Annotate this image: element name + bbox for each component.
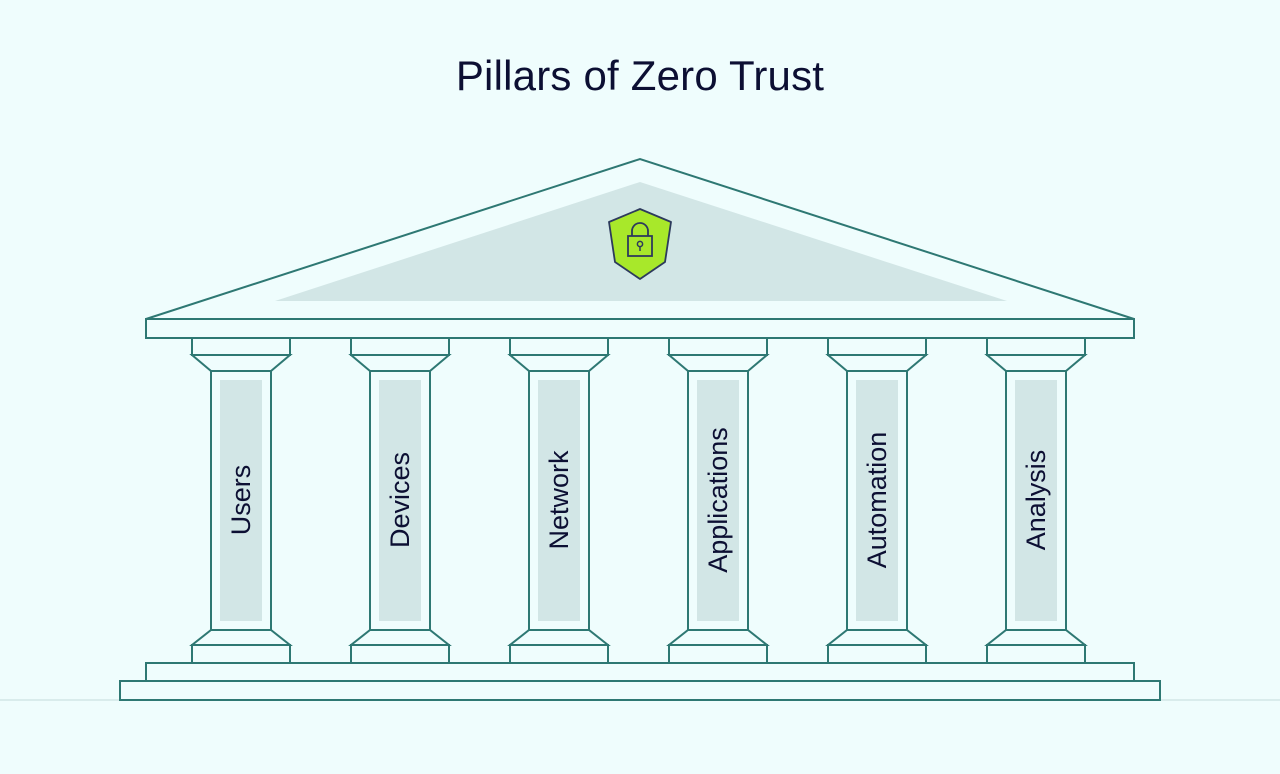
pillar-base-taper xyxy=(348,629,452,646)
entablature xyxy=(145,318,1135,339)
pillar-capital xyxy=(350,337,450,356)
pillar-base-taper xyxy=(189,629,293,646)
pillar-label: Automation xyxy=(862,432,892,569)
pillar-analysis: Analysis xyxy=(984,337,1088,664)
lower-step xyxy=(119,680,1161,701)
pillar-capital xyxy=(986,337,1086,356)
upper-step xyxy=(145,662,1135,682)
pillar-capital xyxy=(668,337,768,356)
pillar-applications: Applications xyxy=(666,337,770,664)
pillar-capital xyxy=(827,337,927,356)
pillar-capital-taper xyxy=(825,354,929,372)
pillar-base xyxy=(350,644,450,664)
pillar-panel xyxy=(379,380,421,621)
pillar-base-taper xyxy=(825,629,929,646)
pillar-panel xyxy=(538,380,580,621)
pillar-devices: Devices xyxy=(348,337,452,664)
pillar-panel xyxy=(856,380,898,621)
pillar-label: Users xyxy=(226,465,256,536)
pillar-capital-taper xyxy=(189,354,293,372)
pillar-label: Devices xyxy=(385,452,415,548)
pillar-label: Network xyxy=(544,450,574,550)
pillar-panel xyxy=(697,380,739,621)
pillar-users: Users xyxy=(189,337,293,664)
pillar-base-taper xyxy=(666,629,770,646)
pillar-base xyxy=(191,644,291,664)
pillar-automation: Automation xyxy=(825,337,929,664)
pillar-capital-taper xyxy=(984,354,1088,372)
pillar-capital-taper xyxy=(666,354,770,372)
pillar-base xyxy=(668,644,768,664)
pillar-label: Analysis xyxy=(1021,450,1051,551)
pillar-base-taper xyxy=(984,629,1088,646)
pillar-capital-taper xyxy=(348,354,452,372)
pillar-base xyxy=(827,644,927,664)
pillar-label: Applications xyxy=(703,427,733,573)
pillar-panel xyxy=(220,380,262,621)
pillar-network: Network xyxy=(507,337,611,664)
pillar-capital-taper xyxy=(507,354,611,372)
pillar-capital xyxy=(509,337,609,356)
pillar-base xyxy=(986,644,1086,664)
pillars-group: Users Devices Network Applications Automatio… xyxy=(189,337,1088,664)
pillar-panel xyxy=(1015,380,1057,621)
shield-lock-icon xyxy=(608,208,672,280)
pillar-capital xyxy=(191,337,291,356)
diagram-title: Pillars of Zero Trust xyxy=(455,52,825,99)
pillar-base xyxy=(509,644,609,664)
pillar-base-taper xyxy=(507,629,611,646)
